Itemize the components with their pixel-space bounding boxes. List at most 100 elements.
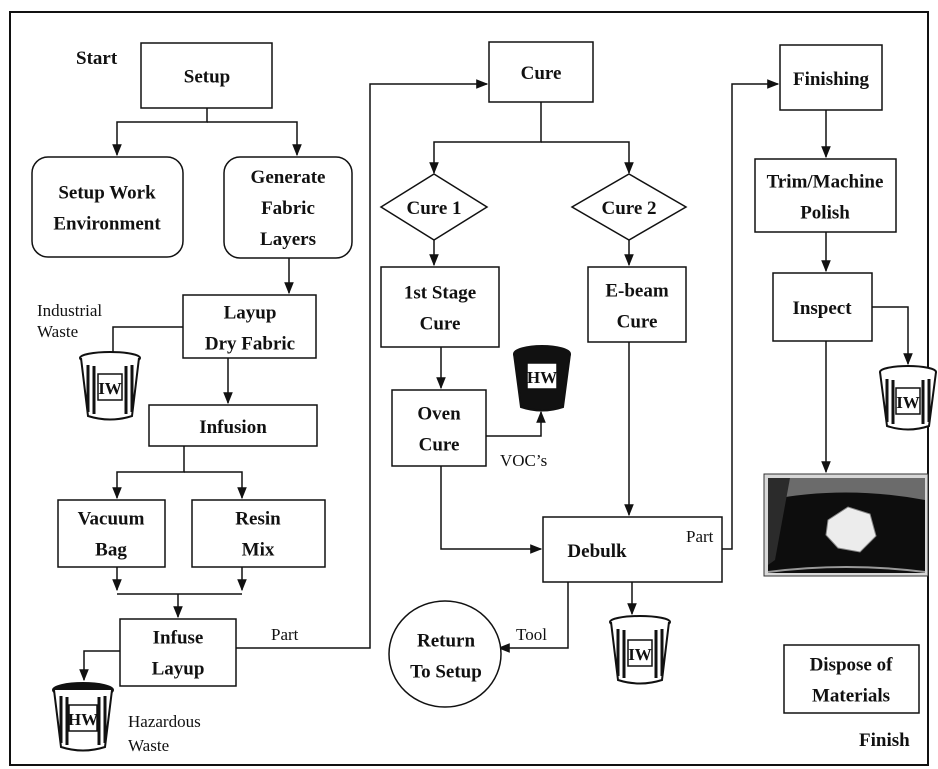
- edge-debulk-return: [497, 582, 569, 653]
- node-debulk-box: [542, 516, 723, 583]
- node-generate-box: [223, 156, 353, 259]
- edge-label-tool: Tool: [516, 625, 547, 644]
- cure1-line: Cure 1: [406, 198, 461, 219]
- edge-cure-cure2: [541, 141, 634, 175]
- return-line: Return: [417, 631, 475, 652]
- hazardous-waste-bin-icon: HW: [52, 682, 114, 752]
- infuse-line: Layup: [152, 659, 205, 680]
- edge-infuse-cure: [236, 79, 489, 649]
- node-infusion-box: [148, 404, 318, 447]
- generate-line: Fabric: [261, 198, 315, 219]
- node-setup-env-box: [31, 156, 184, 258]
- svg-text:HW: HW: [68, 710, 98, 729]
- cure2-line: Cure 2: [601, 198, 656, 219]
- infusion-line: Infusion: [199, 417, 267, 438]
- edge-cure-split: [429, 102, 542, 175]
- industrial-waste-bin-icon: IW: [609, 615, 671, 685]
- node-return-circle: [388, 600, 502, 708]
- trim-line: Polish: [800, 203, 850, 224]
- node-debulk: Debulk: [567, 541, 627, 562]
- waste-label-line: Waste: [37, 322, 78, 341]
- edge-setup-generate: [207, 121, 302, 157]
- node-vacuum-box: [57, 499, 166, 568]
- start-label: Start: [76, 48, 118, 69]
- layup-line: Layup: [224, 303, 277, 324]
- node-first-stage-box: [380, 266, 500, 348]
- resin-line: Resin: [235, 509, 281, 530]
- first-stage-line: Cure: [420, 314, 461, 335]
- setup-env-line: Setup Work: [58, 183, 156, 204]
- node-resin-box: [191, 499, 326, 568]
- setup-env-line: Environment: [53, 214, 161, 235]
- node-return: Return To Setup: [410, 631, 482, 683]
- node-layup-box: [182, 294, 317, 359]
- edge-infuse-hw: [79, 650, 120, 682]
- node-cure1-diamond: [379, 173, 489, 241]
- setup-line: Setup: [184, 67, 230, 88]
- generate-line: Layers: [260, 229, 316, 250]
- oven-line: Cure: [419, 435, 460, 456]
- first-stage-line: 1st Stage: [404, 283, 476, 304]
- node-setup: Setup: [184, 67, 230, 88]
- node-cure2-diamond: [570, 173, 688, 241]
- node-oven-box: [391, 389, 487, 467]
- node-finishing: Finishing: [793, 69, 870, 90]
- edge-debulk-finishing: [722, 79, 780, 550]
- edge-infusion-vacuum: [112, 446, 185, 500]
- oven-line: Oven: [417, 404, 461, 425]
- trim-line: Trim/Machine: [767, 172, 884, 193]
- svg-text:HW: HW: [527, 368, 557, 387]
- cure-line: Cure: [521, 63, 562, 84]
- node-trim-box: [754, 158, 897, 233]
- inspect-line: Inspect: [792, 298, 852, 319]
- industrial-waste-bin-icon: IW: [79, 351, 141, 421]
- node-cure-box: [488, 41, 594, 103]
- vacuum-line: Vacuum: [78, 509, 145, 530]
- edge-merge-infuse: [117, 593, 242, 617]
- ebeam-line: Cure: [617, 312, 658, 333]
- vocs-label: VOC’s: [500, 451, 547, 470]
- node-inspect: Inspect: [792, 298, 852, 319]
- node-cure: Cure: [521, 63, 562, 84]
- waste-label-line: Industrial: [37, 301, 102, 320]
- node-setup-box: [140, 42, 273, 109]
- svg-text:IW: IW: [98, 379, 122, 398]
- dispose-line: Materials: [812, 686, 890, 707]
- edge-label-part-infuse: Part: [271, 625, 299, 644]
- svg-text:IW: IW: [628, 645, 652, 664]
- ebeam-line: E-beam: [605, 281, 669, 302]
- edge-label-part-debulk: Part: [686, 527, 714, 546]
- return-line: To Setup: [410, 662, 482, 683]
- waste-label-line: Waste: [128, 736, 169, 755]
- infuse-line: Infuse: [153, 628, 204, 649]
- edge-setup-split: [112, 108, 208, 157]
- edge-oven-debulk: [440, 466, 543, 554]
- dispose-line: Dispose of: [810, 655, 894, 676]
- debulk-line: Debulk: [567, 541, 627, 562]
- node-infusion: Infusion: [199, 417, 267, 438]
- node-cure2: Cure 2: [601, 198, 656, 219]
- generate-line: Generate: [251, 167, 326, 188]
- node-ebeam-box: [587, 266, 687, 343]
- industrial-waste-bin-icon: IW: [879, 365, 937, 431]
- finish-label: Finish: [859, 730, 910, 751]
- edge-infusion-resin: [184, 471, 247, 500]
- edge-inspect-iw: [872, 306, 913, 366]
- waste-label-line: Hazardous: [128, 712, 201, 731]
- finishing-line: Finishing: [793, 69, 870, 90]
- node-dispose-box: [783, 644, 920, 714]
- svg-text:IW: IW: [896, 393, 920, 412]
